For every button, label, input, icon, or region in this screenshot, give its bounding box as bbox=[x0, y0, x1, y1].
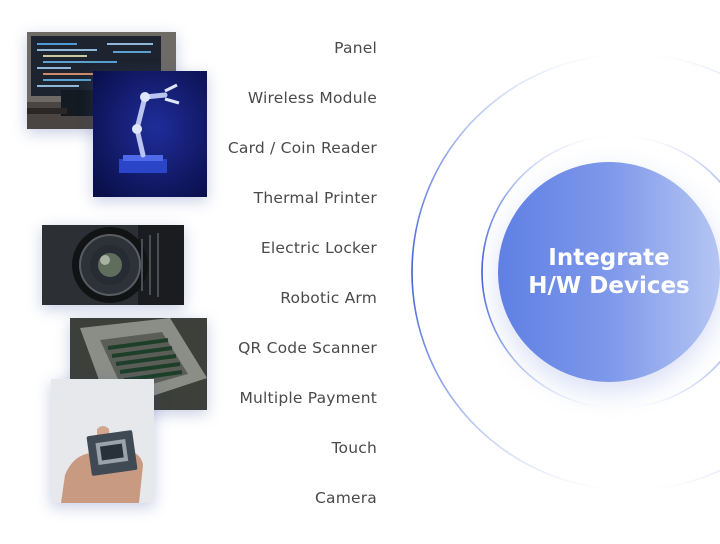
robotic-arm-photo bbox=[93, 71, 207, 197]
device-item-robotic-arm: Robotic Arm bbox=[280, 289, 377, 307]
device-list: Panel Wireless Module Card / Coin Reader… bbox=[228, 37, 377, 537]
device-item-electric-locker: Electric Locker bbox=[260, 239, 377, 257]
decorative-arcs bbox=[411, 53, 720, 491]
device-item-wireless-module: Wireless Module bbox=[247, 89, 377, 107]
integrate-hub: Integrate H/W Devices bbox=[498, 162, 720, 382]
device-item-touch: Touch bbox=[331, 439, 377, 457]
device-item-multiple-payment: Multiple Payment bbox=[239, 389, 377, 407]
camera-lens-photo bbox=[42, 225, 184, 305]
device-item-card-coin-reader: Card / Coin Reader bbox=[227, 139, 377, 157]
hub-title-line1: Integrate bbox=[548, 245, 670, 271]
device-item-qr-code-scanner: QR Code Scanner bbox=[238, 339, 377, 357]
outer-arc bbox=[411, 53, 720, 491]
device-item-thermal-printer: Thermal Printer bbox=[253, 189, 377, 207]
device-item-panel: Panel bbox=[334, 39, 377, 57]
hub-title-line2: H/W Devices bbox=[528, 273, 690, 299]
cpu-chip-photo bbox=[51, 379, 154, 503]
inner-arc bbox=[481, 135, 720, 409]
device-item-camera: Camera bbox=[314, 489, 377, 507]
